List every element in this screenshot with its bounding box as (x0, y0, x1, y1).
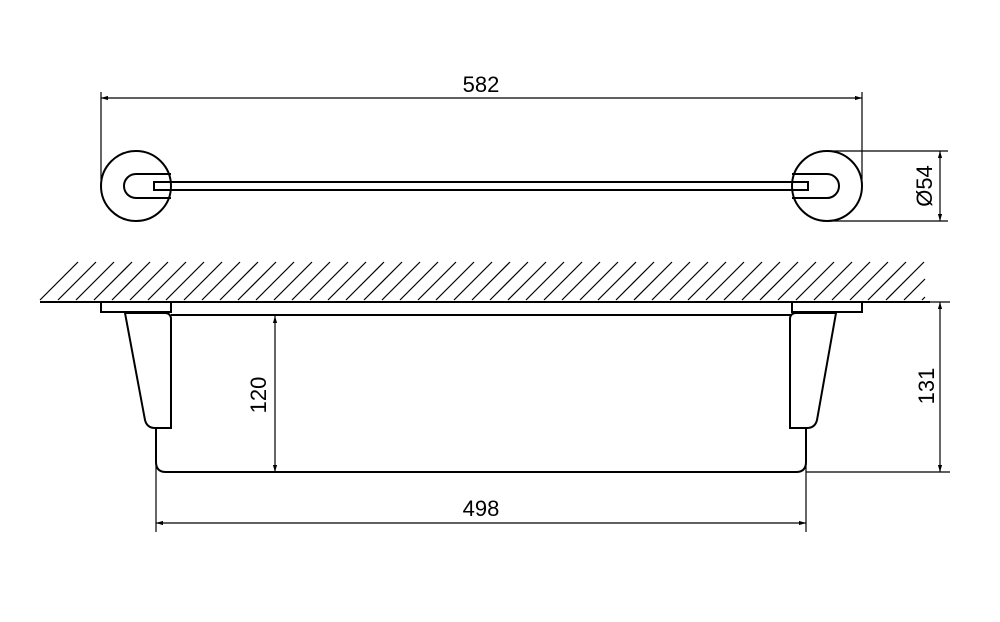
hatch-line (507, 261, 547, 301)
hatch-line (327, 261, 367, 301)
hatch-line (39, 261, 79, 301)
hatch-line (849, 261, 889, 301)
dimension-label-131: 131 (914, 368, 939, 405)
right-slot (792, 173, 840, 199)
hatch-line (579, 261, 619, 301)
hatch-line (237, 261, 277, 301)
hatch-line (147, 261, 187, 301)
hatch-line (399, 261, 439, 301)
left-base-plate (100, 301, 172, 313)
hatch-line (489, 261, 529, 301)
hatch-line (363, 261, 403, 301)
hatch-line (219, 261, 259, 301)
hatch-line (93, 261, 133, 301)
dimension-label-54: Ø54 (912, 165, 937, 207)
hatch-line (471, 261, 511, 301)
hatch-line (165, 261, 205, 301)
hatch-line (633, 261, 673, 301)
dimension-label-498: 498 (463, 496, 500, 521)
top-view: 582 Ø54 (100, 72, 948, 222)
hatch-line (291, 261, 331, 301)
left-bracket (123, 312, 172, 429)
hatch-line (669, 261, 709, 301)
hatch-line (525, 261, 565, 301)
towel-bar (155, 428, 807, 473)
hatch-line (417, 261, 457, 301)
hatch-line (543, 261, 583, 301)
right-base-plate (791, 301, 863, 313)
bar-top-view (153, 181, 809, 191)
hatch-line (903, 278, 926, 301)
hatch-line (759, 261, 799, 301)
wall-hatching (39, 261, 926, 301)
hatch-line (381, 261, 421, 301)
hatch-line (273, 261, 313, 301)
hatch-line (795, 261, 835, 301)
hatch-line (435, 261, 475, 301)
hatch-line (777, 261, 817, 301)
hatch-line (885, 261, 925, 301)
right-bracket (789, 312, 838, 429)
hatch-line (453, 261, 493, 301)
hatch-line (75, 261, 115, 301)
hatch-line (831, 261, 871, 301)
hatch-line (345, 261, 385, 301)
hatch-line (813, 261, 853, 301)
left-rosette (100, 150, 172, 222)
hatch-line (111, 261, 151, 301)
hatch-line (687, 261, 727, 301)
hatch-line (921, 296, 926, 301)
hatch-line (723, 261, 763, 301)
hatch-line (651, 261, 691, 301)
hatch-line (129, 261, 169, 301)
dimension-label-582: 582 (463, 72, 500, 97)
hatch-line (561, 261, 601, 301)
hatch-line (615, 261, 655, 301)
hatch-line (597, 261, 637, 301)
hatch-line (867, 261, 907, 301)
hatch-line (57, 261, 97, 301)
hatch-line (741, 261, 781, 301)
hatch-line (705, 261, 745, 301)
right-rosette (791, 150, 863, 222)
hatch-line (309, 261, 349, 301)
left-slot (123, 173, 171, 199)
side-view: 120 131 498 (39, 261, 950, 532)
dimension-label-120: 120 (246, 377, 271, 414)
hatch-line (255, 261, 295, 301)
hatch-line (183, 261, 223, 301)
hatch-line (201, 261, 241, 301)
